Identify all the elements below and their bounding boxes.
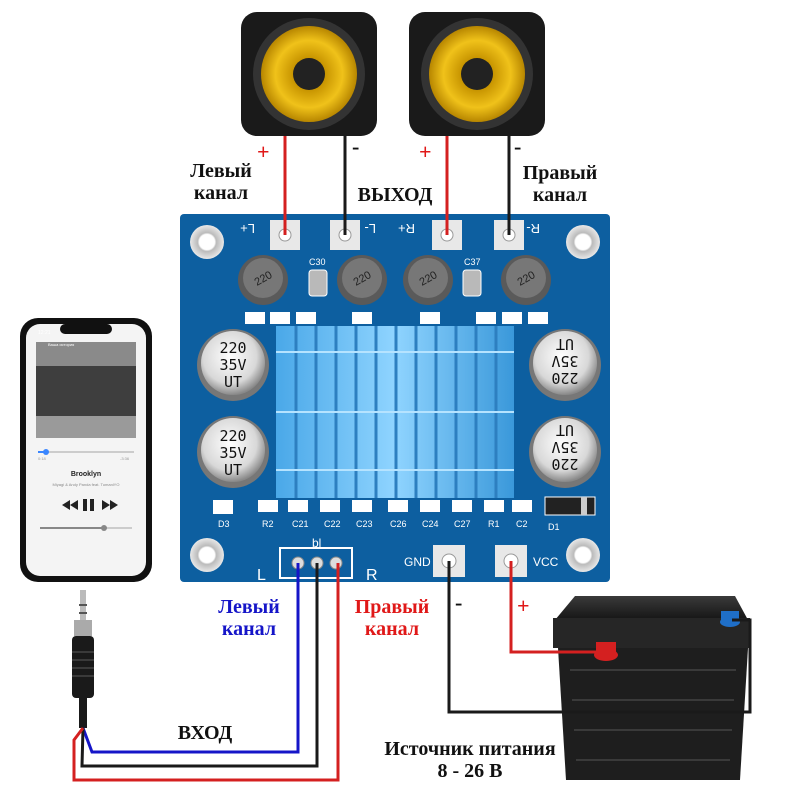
cap-value: 220 [551,369,578,387]
label-line: 8 - 26 В [437,760,503,782]
cap-value: 220 [219,339,246,357]
d3-label: D3 [218,519,230,529]
c24-label: C24 [422,519,439,529]
capacitor-labels: 220 35V UT 220 35V UT 220 35V UT 220 35V… [219,335,578,479]
cap-voltage: 35V [219,356,246,374]
wire-input-ground [80,563,319,768]
bottom-component-labels: R2 C21 C22 C23 C26 C24 C27 R1 C2 [262,519,528,529]
wire-input-left [81,563,300,754]
vcc-plus-sign: + [517,593,530,618]
pin-l-minus-label: L- [364,221,376,236]
right-channel-output-label: Правый канал [510,162,610,206]
c27-label: C27 [454,519,471,529]
wire-gnd [447,561,752,714]
phone-track-artist: Miyagi & Andy Panda feat. TumaniYO [53,482,120,487]
phone-screen-text: 12:21 Ваша история 0:18 -3:36 Brooklyn M… [38,330,130,487]
board-silkscreen: L+ L- R+ R- C30 C37 GND VCC L R bl D3 D1… [218,221,560,584]
c2-label: C2 [516,519,528,529]
audio-jack [72,590,94,728]
input-wires [72,563,340,782]
cap-voltage: 35V [551,352,578,370]
label-line: Левый [218,596,280,618]
r2-label: R2 [262,519,274,529]
cap-voltage: 35V [551,438,578,456]
input-header-label: bl [312,536,321,550]
wire-vcc [509,561,598,654]
r1-label: R1 [488,519,500,529]
cap-voltage: 35V [219,444,246,462]
pin-r-plus-label: R+ [398,221,415,236]
vcc-label: VCC [533,555,559,569]
d1-label: D1 [548,522,560,532]
left-minus-sign: - [352,134,360,159]
cap-series: UT [224,373,242,391]
output-label: ВЫХОД [357,184,433,206]
label-line: канал [193,182,249,204]
cap-right-bottom: 220 35V UT [551,421,578,473]
phone-header: Ваша история [48,342,74,347]
battery [553,596,750,780]
power-wires [447,561,752,714]
label-line: канал [364,618,420,640]
smartphone [20,318,152,582]
phone-time: 12:21 [38,330,51,336]
c37-label: C37 [464,257,481,267]
power-source-label: Источник питания 8 - 26 В [355,738,585,782]
right-channel-input-label: Правый канал [342,596,442,640]
cap-value: 220 [551,455,578,473]
phone-track-title: Brooklyn [71,471,101,478]
pin-l-plus-label: L+ [240,221,255,236]
phone-remaining: -3:36 [120,456,130,461]
input-r-label: R [366,567,378,584]
cap-right-top: 220 35V UT [551,335,578,387]
input-l-label: L [257,567,266,584]
label-line: Источник питания [384,738,556,760]
label-line: Правый [522,162,598,184]
cap-left-bottom: 220 35V UT [219,427,246,479]
label-line: Правый [354,596,430,618]
right-plus-sign: + [419,139,432,164]
cap-series: UT [556,335,574,353]
left-channel-output-label: Левый канал [176,160,266,204]
gnd-minus-sign: - [455,590,463,615]
wire-input-right [72,563,340,782]
c23-label: C23 [356,519,373,529]
cap-series: UT [224,461,242,479]
label-line: Левый [190,160,252,182]
c22-label: C22 [324,519,341,529]
input-label: ВХОД [177,722,233,744]
cap-left-top: 220 35V UT [219,339,246,391]
label-line: канал [532,184,588,206]
left-channel-input-label: Левый канал [204,596,294,640]
gnd-label: GND [404,555,431,569]
pin-r-minus-label: R- [526,221,540,236]
cap-series: UT [556,421,574,439]
output-wires [283,136,511,235]
speaker-right [409,12,545,136]
right-minus-sign: - [514,134,522,159]
speaker-left [241,12,377,136]
cap-value: 220 [219,427,246,445]
amplifier-board [180,214,610,582]
c30-label: C30 [309,257,326,267]
c21-label: C21 [292,519,309,529]
c26-label: C26 [390,519,407,529]
label-line: канал [221,618,277,640]
phone-elapsed: 0:18 [38,456,47,461]
left-plus-sign: + [257,139,270,164]
